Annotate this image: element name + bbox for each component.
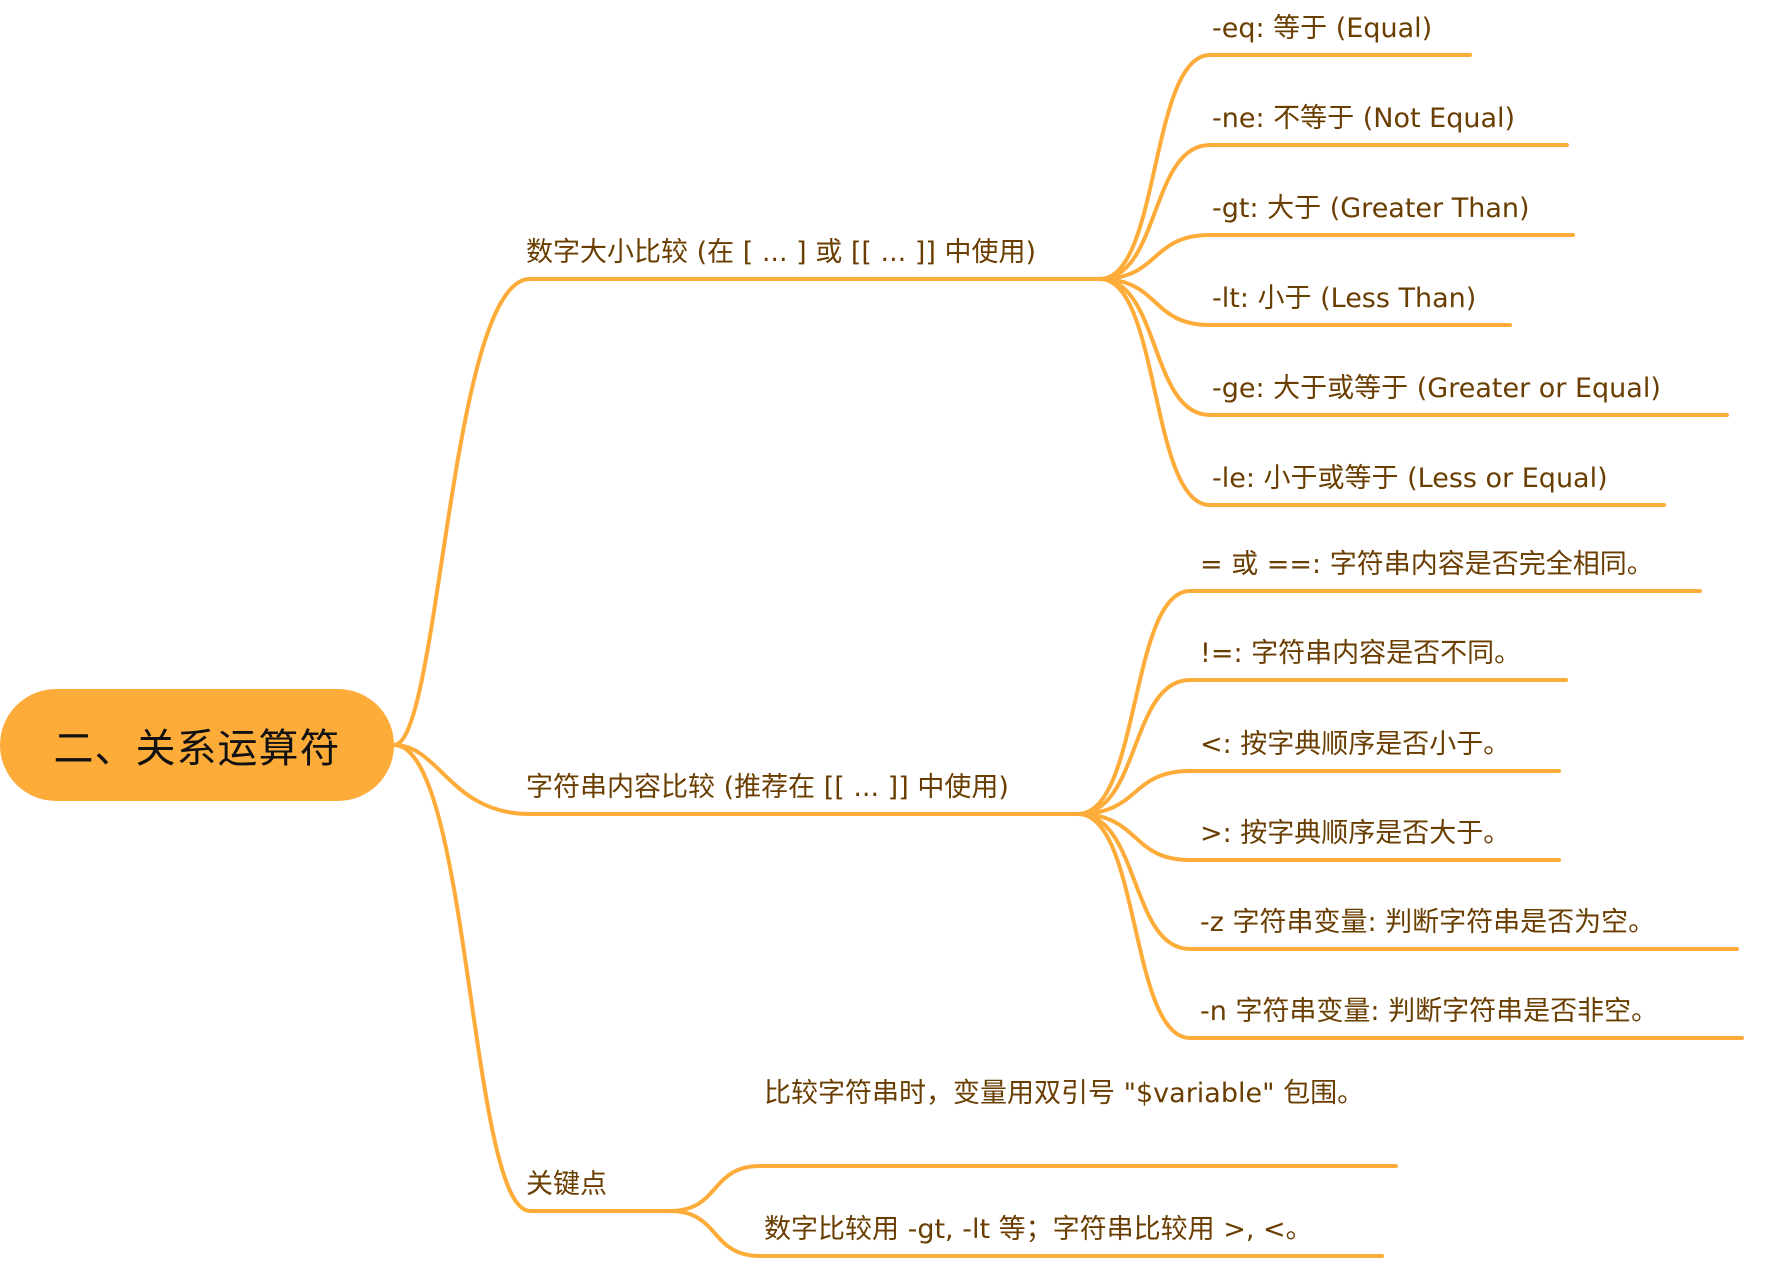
connector-b3-1 bbox=[668, 1164, 1398, 1213]
connector-b2-ne bbox=[1076, 678, 1568, 816]
connector-b1-gt bbox=[1098, 233, 1575, 281]
leaf-node[interactable]: -ne: 不等于 (Not Equal) bbox=[1212, 103, 1516, 134]
connector-b1-ne bbox=[1098, 143, 1569, 281]
leaf-node[interactable]: -eq: 等于 (Equal) bbox=[1212, 13, 1433, 44]
branch-node-numeric-comparison[interactable]: 数字大小比较 (在 [ ... ] 或 [[ ... ]] 中使用) bbox=[526, 237, 1037, 268]
leaf-node[interactable]: 比较字符串时，变量用双引号 "$variable" 包围。 bbox=[764, 1078, 1365, 1109]
leaf-node[interactable]: -n 字符串变量: 判断字符串是否非空。 bbox=[1200, 996, 1659, 1027]
leaf-node[interactable]: !=: 字符串内容是否不同。 bbox=[1200, 638, 1522, 669]
root-node[interactable]: 二、关系运算符 bbox=[0, 689, 394, 801]
leaf-node[interactable]: 数字比较用 -gt, -lt 等；字符串比较用 >, <。 bbox=[764, 1214, 1313, 1245]
connector-b2-z bbox=[1076, 812, 1739, 951]
connector-b1-eq bbox=[1098, 53, 1472, 281]
connector-root-branch2 bbox=[392, 743, 1080, 816]
connector-b1-ge bbox=[1098, 277, 1729, 417]
branch-node-key-points[interactable]: 关键点 bbox=[526, 1169, 607, 1200]
connector-b2-lt bbox=[1076, 769, 1561, 816]
connector-root-branch1 bbox=[392, 277, 1102, 747]
connector-root-branch3 bbox=[392, 743, 672, 1213]
leaf-node[interactable]: >: 按字典顺序是否大于。 bbox=[1200, 818, 1511, 849]
leaf-node[interactable]: -lt: 小于 (Less Than) bbox=[1212, 283, 1477, 314]
connector-b1-le bbox=[1098, 277, 1666, 507]
leaf-node[interactable]: <: 按字典顺序是否小于。 bbox=[1200, 729, 1511, 760]
leaf-node[interactable]: -z 字符串变量: 判断字符串是否为空。 bbox=[1200, 907, 1656, 938]
leaf-node[interactable]: = 或 ==: 字符串内容是否完全相同。 bbox=[1200, 549, 1654, 580]
connector-b2-gt bbox=[1076, 812, 1561, 862]
leaf-node[interactable]: -gt: 大于 (Greater Than) bbox=[1212, 193, 1530, 224]
branch-node-string-comparison[interactable]: 字符串内容比较 (推荐在 [[ ... ]] 中使用) bbox=[526, 772, 1009, 803]
leaf-node[interactable]: -ge: 大于或等于 (Greater or Equal) bbox=[1212, 373, 1661, 404]
connector-b3-2 bbox=[668, 1209, 1384, 1258]
connector-b1-lt bbox=[1098, 277, 1512, 327]
leaf-node[interactable]: -le: 小于或等于 (Less or Equal) bbox=[1212, 463, 1608, 494]
connector-b2-n bbox=[1076, 812, 1744, 1040]
root-label: 二、关系运算符 bbox=[53, 726, 341, 772]
connector-b2-eq bbox=[1076, 589, 1702, 816]
